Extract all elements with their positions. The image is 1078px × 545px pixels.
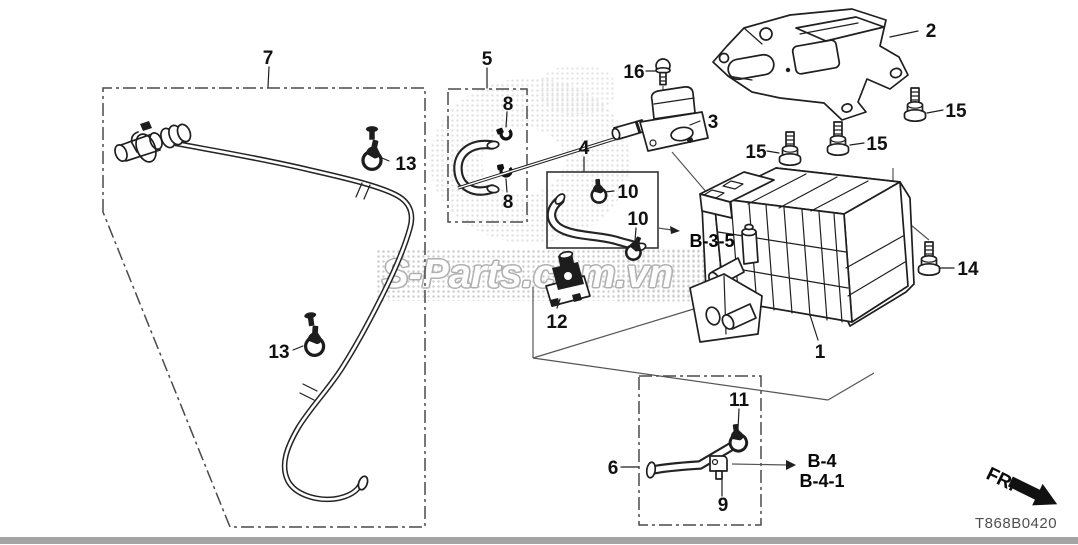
callout-5: 5 <box>482 49 493 70</box>
bottom-bar <box>0 537 1078 544</box>
part-6-hose <box>645 440 739 479</box>
callout-13-upper: 13 <box>395 154 416 175</box>
part-15-bolt-middle <box>826 121 850 157</box>
hatch-patch <box>540 66 615 114</box>
callout-10-upper: 10 <box>617 182 638 203</box>
callout-7: 7 <box>263 48 274 69</box>
part-10-clamp-upper <box>586 176 610 206</box>
callout-13-lower: 13 <box>268 342 289 363</box>
callout-9: 9 <box>718 495 729 516</box>
hatch-ring-hole <box>482 128 564 194</box>
part-13-clamp-lower <box>301 311 325 356</box>
part-4-boundary-box <box>546 171 659 249</box>
callout-2: 2 <box>926 21 937 42</box>
callout-11: 11 <box>729 390 750 411</box>
callout-1: 1 <box>815 342 826 363</box>
part-9-fitting <box>709 455 728 480</box>
part-6-boundary-box <box>638 375 762 526</box>
part-15-bolt-right <box>903 87 927 123</box>
part-7-boundary-box <box>102 87 426 528</box>
fr-direction: FR. <box>983 464 1058 506</box>
callout-3: 3 <box>708 112 719 133</box>
callout-8-upper: 8 <box>503 94 514 115</box>
callout-14: 14 <box>957 259 979 280</box>
part-5-hose <box>453 139 500 196</box>
part-13-clamp-upper <box>363 126 381 169</box>
callout-16: 16 <box>623 62 644 83</box>
callout-15-left: 15 <box>745 142 767 163</box>
fr-arrow-icon <box>1008 476 1058 506</box>
part-7-tube <box>114 121 415 503</box>
part-1-canister <box>689 167 915 343</box>
ref-b-3-5: B-3-5 <box>689 231 734 251</box>
part-3-valve <box>457 86 709 190</box>
watermark: S-Parts.com.vn <box>382 252 674 296</box>
callout-4: 4 <box>579 138 590 159</box>
part-2-bracket <box>712 8 909 121</box>
part-16-bolt <box>655 58 671 86</box>
part-15-bolt-left <box>778 131 802 167</box>
ref-b-4-1: B-4-1 <box>799 471 844 491</box>
callout-12: 12 <box>546 312 567 333</box>
callout-15-middle: 15 <box>866 134 888 155</box>
leader-lines <box>267 30 955 497</box>
callout-8-lower: 8 <box>503 192 514 213</box>
callout-15-right: 15 <box>945 101 967 122</box>
part-14-bolt <box>917 241 941 277</box>
diagram-code: T868B0420 <box>975 515 1057 532</box>
callout-6: 6 <box>608 458 619 479</box>
ref-arrows <box>657 226 796 470</box>
part-5-boundary-box <box>447 88 528 223</box>
ref-b-4: B-4 <box>807 451 836 471</box>
part-12-sensor <box>545 250 591 307</box>
part-8-clip-upper <box>494 125 513 141</box>
callout-10-lower: 10 <box>627 209 648 230</box>
